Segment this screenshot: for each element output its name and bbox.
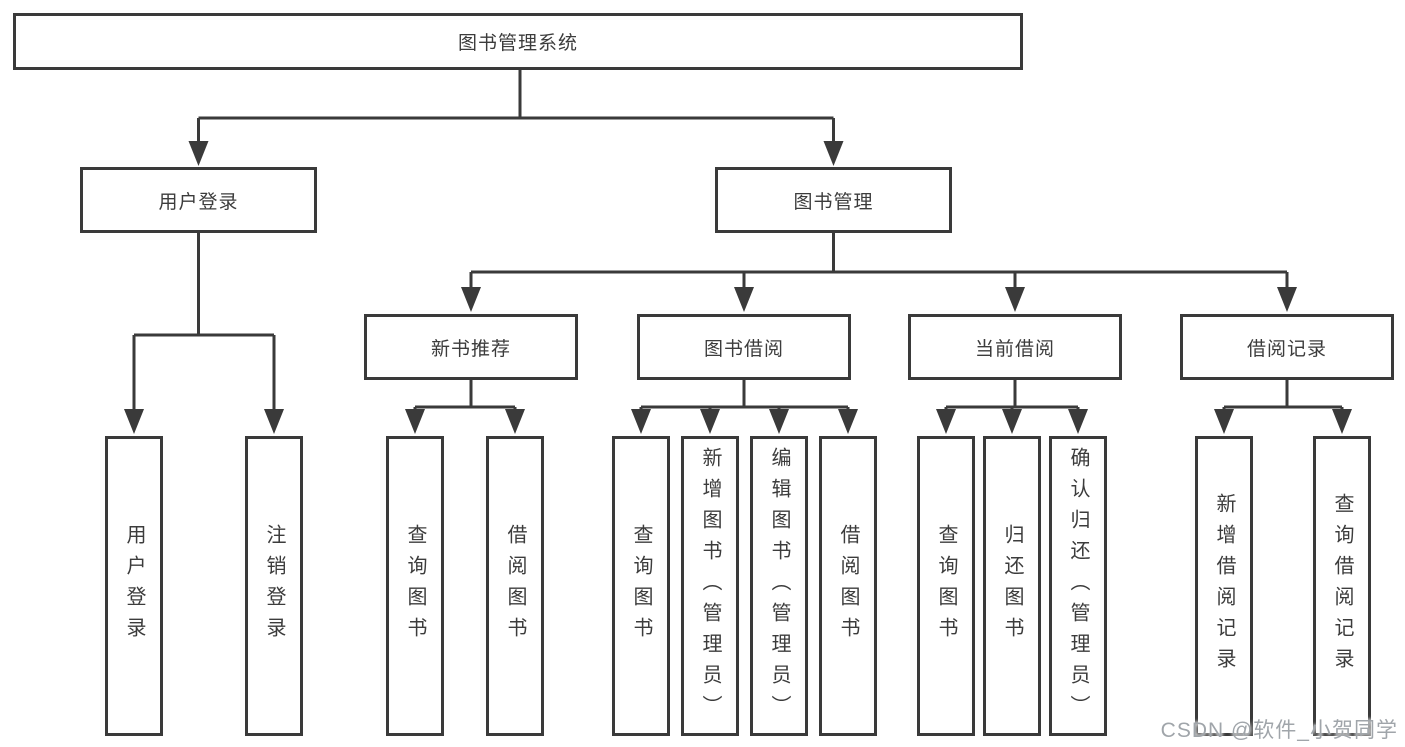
node-borrowing-records: 借阅记录 xyxy=(1180,314,1394,380)
arrow-down-icon xyxy=(405,409,425,434)
connector-current-split xyxy=(944,380,1080,414)
leaf-newbooks-borrow-books: 借阅图书 xyxy=(486,436,544,736)
arrow-down-icon xyxy=(769,409,789,434)
leaf-user-login: 用户登录 xyxy=(105,436,163,736)
node-system-root-label: 图书管理系统 xyxy=(457,33,578,54)
node-book-management-module-label: 图书管理 xyxy=(793,191,874,213)
csdn-watermark: CSDN @软件_小贺同学 xyxy=(1160,719,1398,742)
leaf-borrow-books-label: 借阅图书 xyxy=(837,524,859,648)
node-current-borrowing: 当前借阅 xyxy=(908,314,1122,380)
connector-borrowing-split xyxy=(639,380,850,414)
leaf-add-borrow-record: 新增借阅记录 xyxy=(1195,436,1253,736)
leaf-return-books: 归还图书 xyxy=(983,436,1041,736)
leaf-newbooks-borrow-books-label: 借阅图书 xyxy=(504,524,526,648)
leaf-user-login-label: 用户登录 xyxy=(123,524,145,648)
leaf-edit-books-admin-label: 编辑图书（管理员） xyxy=(768,446,790,726)
arrow-down-icon xyxy=(631,409,651,434)
node-system-root: 图书管理系统 xyxy=(13,13,1023,70)
leaf-edit-books-admin: 编辑图书（管理员） xyxy=(750,436,808,736)
leaf-borrowing-query-books: 查询图书 xyxy=(612,436,670,736)
leaf-confirm-return-admin: 确认归还（管理员） xyxy=(1049,436,1107,736)
leaf-current-query-books-label: 查询图书 xyxy=(935,524,957,648)
connector-root-split xyxy=(197,70,835,146)
arrow-down-icon xyxy=(734,287,754,312)
connector-line-group xyxy=(132,70,1344,414)
arrow-down-icon xyxy=(124,409,144,434)
node-user-login-module-label: 用户登录 xyxy=(158,191,239,213)
arrow-down-icon xyxy=(1068,409,1088,434)
node-book-borrowing: 图书借阅 xyxy=(637,314,851,380)
node-borrowing-records-label: 借阅记录 xyxy=(1246,338,1327,360)
arrow-down-icon xyxy=(461,287,481,312)
arrow-down-icon xyxy=(1277,287,1297,312)
leaf-logout-label: 注销登录 xyxy=(263,524,285,648)
node-user-login-module: 用户登录 xyxy=(80,167,317,233)
node-current-borrowing-label: 当前借阅 xyxy=(974,338,1055,360)
leaf-return-books-label: 归还图书 xyxy=(1001,524,1023,648)
leaf-add-books-admin: 新增图书（管理员） xyxy=(681,436,739,736)
leaf-newbooks-query-books-label: 查询图书 xyxy=(404,524,426,648)
leaf-newbooks-query-books: 查询图书 xyxy=(386,436,444,736)
arrow-down-icon xyxy=(1005,287,1025,312)
arrowhead-group xyxy=(124,141,1352,434)
arrow-down-icon xyxy=(936,409,956,434)
node-book-borrowing-label: 图书借阅 xyxy=(703,338,784,360)
node-new-book-recommend: 新书推荐 xyxy=(364,314,578,380)
leaf-borrow-books: 借阅图书 xyxy=(819,436,877,736)
arrow-down-icon xyxy=(1214,409,1234,434)
arrow-down-icon xyxy=(823,141,844,166)
leaf-borrowing-query-books-label: 查询图书 xyxy=(630,524,652,648)
leaf-query-borrow-record-label: 查询借阅记录 xyxy=(1331,493,1353,679)
leaf-add-books-admin-label: 新增图书（管理员） xyxy=(699,446,721,726)
leaf-query-borrow-record: 查询借阅记录 xyxy=(1313,436,1371,736)
connector-newbooks-split xyxy=(413,380,517,414)
connector-userlogin-split xyxy=(132,233,276,414)
node-new-book-recommend-label: 新书推荐 xyxy=(430,338,511,360)
arrow-down-icon xyxy=(264,409,284,434)
leaf-confirm-return-admin-label: 确认归还（管理员） xyxy=(1067,446,1089,726)
leaf-add-borrow-record-label: 新增借阅记录 xyxy=(1213,493,1235,679)
arrow-down-icon xyxy=(700,409,720,434)
connector-records-split xyxy=(1222,380,1344,414)
connector-bookmgmt-split xyxy=(469,233,1289,292)
node-book-management-module: 图书管理 xyxy=(715,167,952,233)
arrow-down-icon xyxy=(1002,409,1022,434)
arrow-down-icon xyxy=(188,141,209,166)
arrow-down-icon xyxy=(838,409,858,434)
arrow-down-icon xyxy=(505,409,525,434)
arrow-down-icon xyxy=(1332,409,1352,434)
leaf-current-query-books: 查询图书 xyxy=(917,436,975,736)
leaf-logout: 注销登录 xyxy=(245,436,303,736)
